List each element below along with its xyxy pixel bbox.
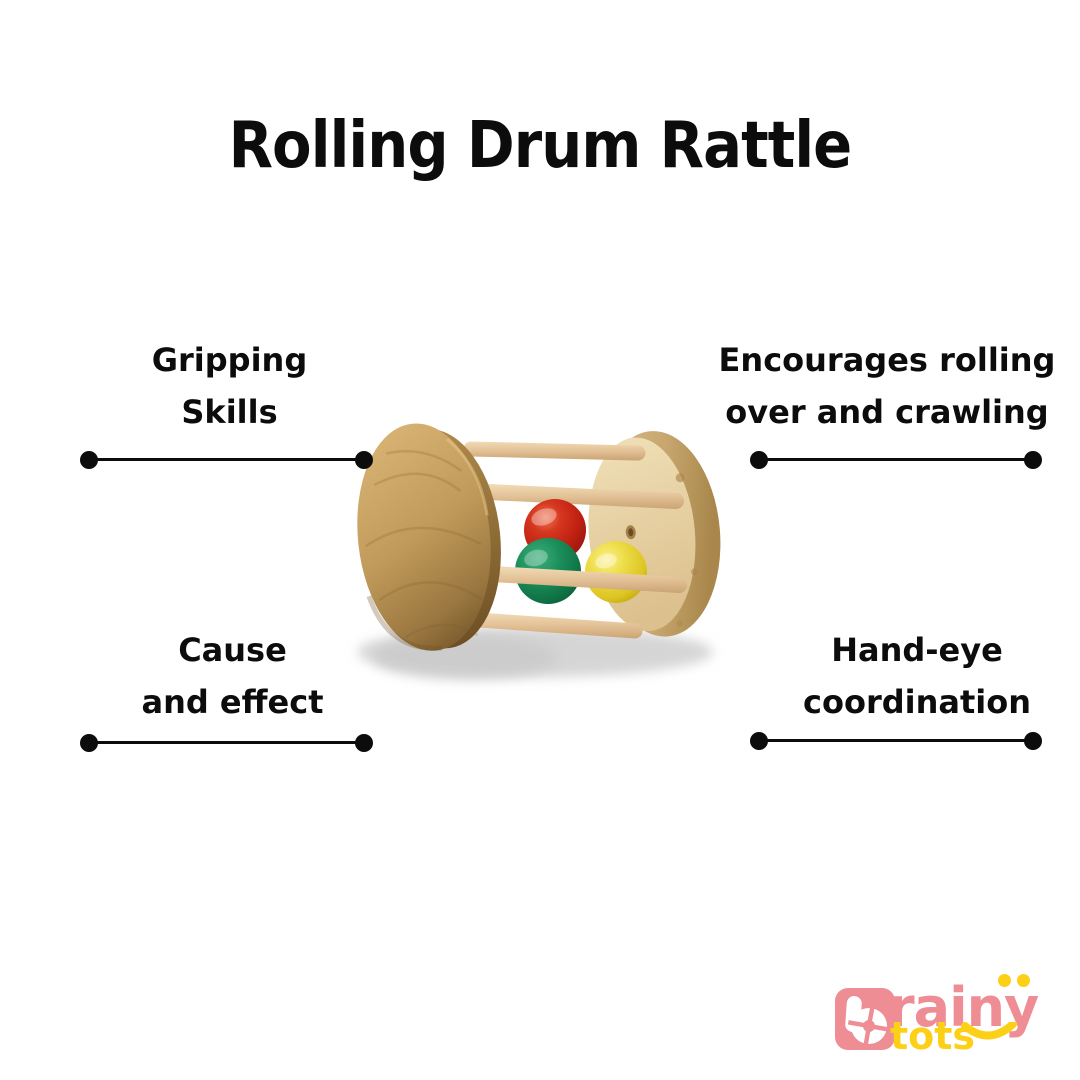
feature-label-line-2: coordination xyxy=(803,683,1031,721)
feature-label: Hand-eye coordination xyxy=(702,624,1080,728)
page-title: Rolling Drum Rattle xyxy=(0,110,1080,182)
smile-icon xyxy=(961,1022,1017,1040)
umlaut-dot-icon xyxy=(998,974,1011,987)
brand-logo: rainy tots xyxy=(832,972,1067,1072)
brand-wordmark-sub: tots xyxy=(890,1014,976,1058)
feature-label-line-1: Hand-eye xyxy=(831,631,1003,669)
connector-line xyxy=(755,458,1037,461)
umlaut-dot-icon xyxy=(1017,974,1030,987)
feature-label-line-2: over and crawling xyxy=(725,393,1049,431)
rolling-drum-rattle-image xyxy=(357,423,721,679)
drum-left-disc xyxy=(357,423,501,651)
feature-callout-cause-and-effect: Cause and effect xyxy=(85,624,368,746)
feature-callout-hand-eye-coordination: Hand-eye coordination xyxy=(755,624,1037,746)
product-photo xyxy=(335,400,745,700)
page-title-text: Rolling Drum Rattle xyxy=(228,109,853,183)
feature-label-line-2: Skills xyxy=(181,393,278,431)
connector-line xyxy=(755,739,1037,742)
drum-dowels-back xyxy=(463,441,684,509)
feature-label-line-2: and effect xyxy=(141,683,324,721)
connector-line xyxy=(85,458,368,461)
connector-line xyxy=(85,741,368,744)
feature-callout-gripping-skills: Gripping Skills xyxy=(85,334,368,464)
feature-label-line-1: Cause xyxy=(178,631,287,669)
brainytots-b-icon xyxy=(835,988,895,1050)
feature-label: Encourages rolling over and crawling xyxy=(672,334,1080,438)
feature-label: Gripping Skills xyxy=(15,334,445,438)
feature-label-line-1: Encourages rolling xyxy=(718,341,1056,379)
drum-dowels-front xyxy=(471,566,687,639)
feature-callout-encourages-rolling: Encourages rolling over and crawling xyxy=(719,334,1055,464)
feature-label-line-1: Gripping xyxy=(151,341,308,379)
feature-label: Cause and effect xyxy=(18,624,448,728)
